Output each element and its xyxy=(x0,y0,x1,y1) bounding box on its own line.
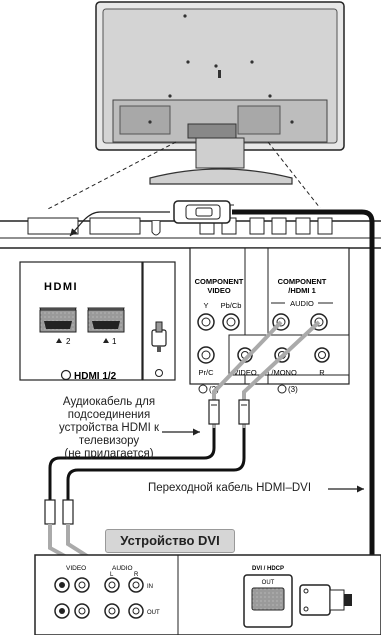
jack-pbcb-label: Pb/Cb xyxy=(221,301,242,310)
component-video-label-1: COMPONENT xyxy=(195,277,244,286)
hdmi-logo: HDMI xyxy=(44,281,78,293)
device-r-label: R xyxy=(134,572,139,578)
component-hdmi-label-1: COMPONENT xyxy=(278,277,327,286)
input-3-label: (3) xyxy=(288,385,298,394)
input-2-symbol xyxy=(198,384,208,394)
dvi-output-port xyxy=(243,574,293,628)
zoom-guide-right xyxy=(267,141,321,209)
audio-caption-line-4: телевизору xyxy=(78,435,140,447)
dvi-plug xyxy=(299,584,352,616)
jack-y-label: Y xyxy=(203,301,208,310)
audio-caption-line-2: подсоединения xyxy=(67,409,151,421)
device-plug-left xyxy=(44,499,56,525)
audio-caption-line-1: Аудиокабель для xyxy=(62,396,156,408)
audio-caption-line-5: (не прилагается) xyxy=(64,448,154,460)
tv-back xyxy=(95,1,345,151)
hdmi-port-2-marker xyxy=(56,338,62,343)
audio-cable-lower-right xyxy=(66,428,246,500)
input-3-symbol xyxy=(277,384,287,394)
device-video-jacks xyxy=(54,577,90,619)
dvi-out-label: OUT xyxy=(262,580,275,586)
component-hdmi-label-2: /HDMI 1 xyxy=(288,286,316,295)
audio-caption-line-3: устройства HDMI к xyxy=(58,422,160,434)
hdmi-group-label: HDMI 1/2 xyxy=(74,371,117,382)
jack-y xyxy=(197,313,215,331)
dvi-hdcp-label: DVI / HDCP xyxy=(252,566,284,572)
audio-plug-right xyxy=(238,399,250,425)
device-video-label: VIDEO xyxy=(66,565,86,572)
hdmi-dvi-cable-caption: Переходной кабель HDMI–DVI xyxy=(148,482,312,494)
hdmi-port-1-label: 1 xyxy=(112,337,117,346)
jack-prcr-label: Pr/C xyxy=(199,368,215,377)
hdmi-port-1-marker xyxy=(103,338,109,343)
hdmi-port-2-label: 2 xyxy=(66,337,71,346)
device-l-label: L xyxy=(110,572,114,578)
plug-insert-arrow xyxy=(69,211,170,237)
tv-stand xyxy=(149,137,293,185)
audio-plug-left xyxy=(208,399,220,425)
device-plug-right xyxy=(62,499,74,525)
zoom-guide-left xyxy=(45,141,177,211)
jack-lmono-label: L/MONO xyxy=(267,368,297,377)
device-audio-label: AUDIO xyxy=(112,565,133,572)
jack-video-label: VIDEO xyxy=(233,368,257,377)
jack-pr xyxy=(197,346,215,364)
audio-cable-lower-left xyxy=(48,428,216,500)
device-in-label: IN xyxy=(147,584,153,590)
component-video-label-2: VIDEO xyxy=(207,286,231,295)
dvi-device-label: Устройство DVI xyxy=(105,529,235,553)
jack-r xyxy=(314,347,330,363)
hdmi-port-2 xyxy=(39,307,77,333)
audio-cable-caption: Аудиокабель для подсоединения устройства… xyxy=(34,396,184,461)
device-out-label: OUT xyxy=(147,610,160,616)
jack-r-label: R xyxy=(319,368,325,377)
device-audio-jacks xyxy=(104,577,144,619)
audio-group-label: AUDIO xyxy=(290,299,314,308)
headphone-jack xyxy=(151,321,167,377)
hdmi-plug xyxy=(173,200,234,224)
jack-pb xyxy=(222,313,240,331)
hdmi-input-symbol xyxy=(60,369,72,381)
hdmi-port-1 xyxy=(87,307,125,333)
